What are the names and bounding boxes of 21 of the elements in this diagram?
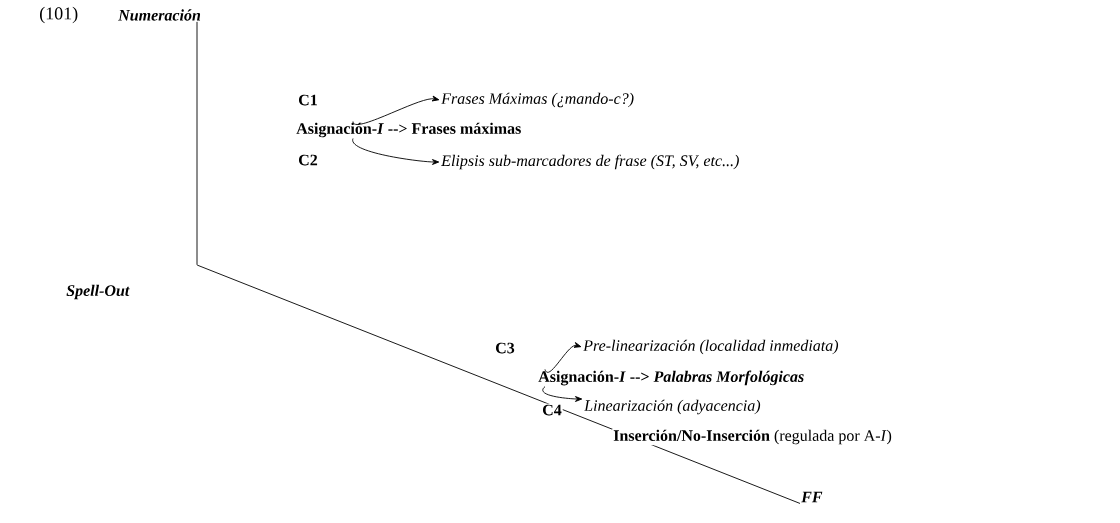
process-text: Pre-linearización (localidad inmediata)	[583, 339, 839, 355]
note-text: Inserción/No-Inserción (regulada por A-I)	[612, 428, 893, 446]
stage-label: Numeración	[118, 9, 201, 21]
process-text: Elipsis sub-marcadores de frase (ST, SV, etc...)	[441, 154, 739, 170]
step-label: C4	[541, 403, 563, 417]
process-text: Frases Máximas (¿mando-c?)	[441, 92, 634, 108]
step-label: C1	[297, 93, 319, 107]
curved-arrow	[542, 386, 583, 402]
step-label: C2	[297, 153, 319, 167]
example-number: (101)	[38, 5, 80, 25]
step-label: C3	[494, 341, 516, 355]
stage-label: FF	[801, 491, 823, 503]
axis-line	[196, 21, 198, 266]
assignment-text: Asignación-I --> Frases máximas	[296, 122, 521, 138]
curved-arrow	[352, 138, 440, 165]
axis-line	[196, 264, 801, 504]
curved-arrow	[544, 342, 582, 373]
stage-label: Spell-Out	[66, 284, 130, 300]
assignment-text: Asignación-I --> Palabras Morfológicas	[538, 370, 804, 386]
process-text: Linearización (adyacencia)	[584, 399, 761, 415]
curved-arrow	[352, 95, 440, 125]
